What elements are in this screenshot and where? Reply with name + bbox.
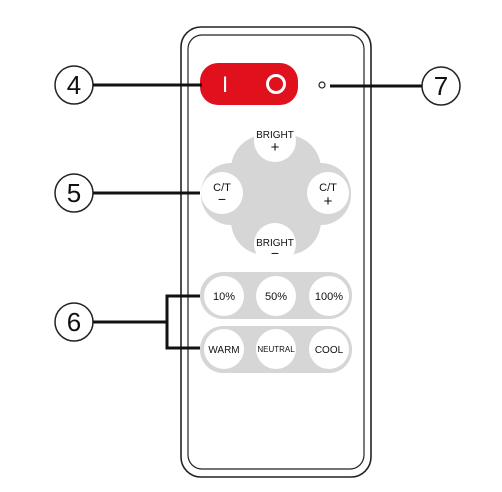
callout-7-number: 7 (434, 71, 448, 101)
preset-50-circle (256, 276, 296, 316)
preset-10-label: 10% (213, 291, 235, 303)
plus-icon: + (324, 193, 333, 210)
minus-icon: − (218, 191, 226, 207)
cool-label: COOL (315, 345, 344, 356)
power-switch-body (200, 63, 298, 105)
cool-button[interactable]: COOL (309, 329, 349, 369)
bright-down-button[interactable]: BRIGHT − (254, 223, 296, 265)
warm-button[interactable]: WARM (204, 329, 244, 369)
warm-circle (204, 329, 244, 369)
bright-down-circle (254, 223, 296, 265)
power-switch[interactable]: I (200, 63, 298, 105)
preset-10-circle (204, 276, 244, 316)
ct-down-circle (201, 172, 243, 214)
callout-5-number: 5 (67, 178, 81, 208)
callout-4-number: 4 (67, 70, 81, 100)
callout-6-number: 6 (67, 307, 81, 337)
neutral-label: NEUTRAL (257, 345, 295, 354)
preset-10-button[interactable]: 10% (204, 276, 244, 316)
cool-circle (309, 329, 349, 369)
callout-6: 6 (54, 294, 200, 350)
callout-6-bracket (165, 294, 200, 350)
preset-100-label: 100% (315, 291, 343, 303)
preset-50-label: 50% (265, 291, 287, 303)
callout-7: 7 (330, 66, 461, 106)
minus-icon: − (271, 245, 279, 261)
preset-50-button[interactable]: 50% (256, 276, 296, 316)
indicator-led-icon (318, 81, 326, 89)
ct-up-button[interactable]: C/T + (307, 172, 349, 214)
power-on-glyph (266, 74, 286, 94)
ct-down-button[interactable]: C/T − (201, 172, 243, 214)
callout-5: 5 (54, 173, 200, 213)
bright-up-label: BRIGHT (256, 130, 294, 141)
callout-4: 4 (54, 65, 202, 105)
power-off-glyph: I (222, 72, 228, 97)
bright-down-label: BRIGHT (256, 238, 294, 249)
bright-up-button[interactable]: BRIGHT + (254, 120, 296, 162)
ct-up-label: C/T (319, 182, 337, 194)
warm-label: WARM (208, 345, 239, 356)
neutral-button[interactable]: NEUTRAL (256, 329, 296, 369)
preset-100-circle (309, 276, 349, 316)
bright-up-circle (254, 120, 296, 162)
ct-down-label: C/T (213, 182, 231, 194)
preset-100-button[interactable]: 100% (309, 276, 349, 316)
neutral-circle (256, 329, 296, 369)
ct-up-circle (307, 172, 349, 214)
plus-icon: + (271, 139, 280, 156)
